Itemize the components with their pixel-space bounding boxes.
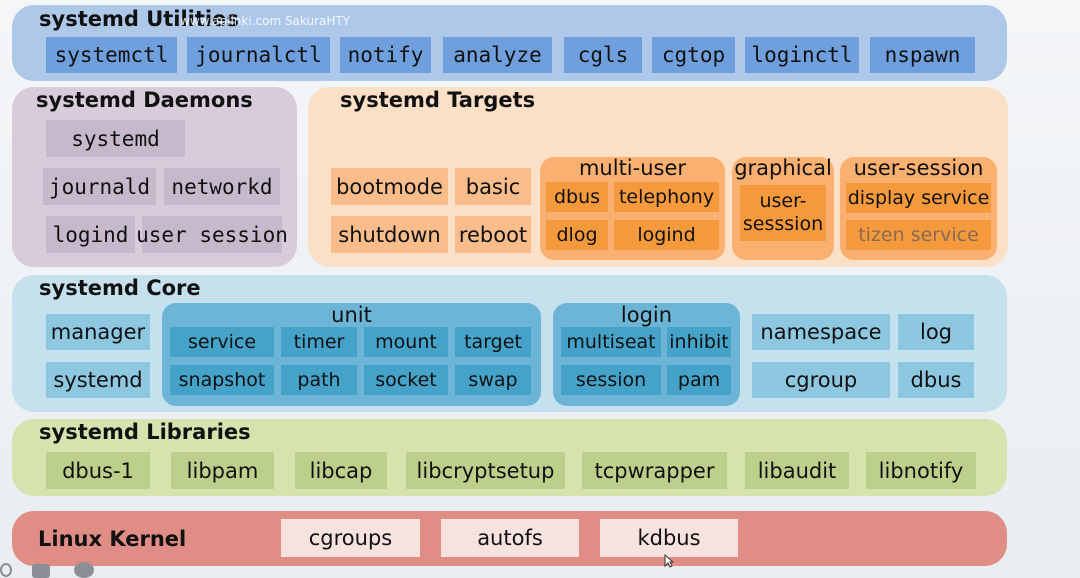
utility-systemctl: systemctl — [46, 37, 177, 73]
camera-icon[interactable] — [32, 564, 50, 578]
target-bootmode: bootmode — [331, 168, 448, 205]
targets-title: systemd Targets — [340, 88, 536, 112]
login-label: login — [620, 303, 673, 327]
target-dlog: dlog — [546, 220, 608, 250]
utility-notify: notify — [340, 37, 431, 73]
library-libcap: libcap — [295, 452, 387, 489]
utility-nspawn: nspawn — [870, 37, 975, 73]
utility-journalctl: journalctl — [187, 37, 330, 73]
target-dbus: dbus — [546, 182, 608, 212]
library-dbus-1: dbus-1 — [46, 452, 150, 489]
unit-mount: mount — [364, 327, 448, 357]
daemon-systemd: systemd — [46, 120, 185, 157]
utility-cgls: cgls — [564, 37, 642, 73]
target-user-session-label: user- sesssion — [742, 190, 824, 235]
unit-service: service — [170, 327, 274, 357]
target-tizen-service: tizen service — [846, 220, 991, 250]
library-tcpwrapper: tcpwrapper — [582, 452, 727, 489]
core-log: log — [898, 314, 974, 350]
daemon-logind: logind — [46, 216, 135, 253]
unit-label: unit — [331, 303, 372, 327]
kernel-title: Linux Kernel — [38, 527, 187, 551]
utilities-title: systemd Utilities — [39, 7, 239, 31]
core-dbus: dbus — [898, 362, 974, 398]
utility-analyze: analyze — [443, 37, 552, 73]
core-namespace: namespace — [752, 314, 890, 350]
unit-socket: socket — [364, 365, 448, 395]
login-session: session — [561, 365, 661, 395]
core-title: systemd Core — [39, 276, 201, 300]
target-logind: logind — [614, 220, 719, 250]
login-multiseat: multiseat — [561, 327, 661, 357]
more-icon[interactable] — [74, 562, 94, 578]
core-cgroup: cgroup — [752, 362, 890, 398]
daemon-user-session: user session — [136, 216, 288, 253]
login-inhibit: inhibit — [667, 327, 731, 357]
watermark: www.aplinki.com SakuraHTY — [180, 14, 351, 28]
unit-timer: timer — [281, 327, 357, 357]
target-telephony: telephony — [614, 182, 719, 212]
unit-snapshot: snapshot — [170, 365, 274, 395]
unit-swap: swap — [455, 365, 531, 395]
cursor-icon — [664, 554, 674, 568]
library-libaudit: libaudit — [745, 452, 849, 489]
unit-path: path — [281, 365, 357, 395]
library-libpam: libpam — [171, 452, 274, 489]
target-display-service: display service — [846, 183, 991, 213]
graphical-label: graphical — [734, 156, 832, 180]
library-libcryptsetup: libcryptsetup — [406, 452, 565, 489]
utility-cgtop: cgtop — [652, 37, 735, 73]
unit-target: target — [455, 327, 531, 357]
target-reboot: reboot — [455, 216, 531, 253]
core-systemd: systemd — [46, 362, 150, 398]
target-shutdown: shutdown — [331, 216, 448, 253]
target-user-session: user- sesssion — [740, 185, 826, 241]
kernel-cgroups: cgroups — [281, 519, 420, 557]
kernel-kdbus: kdbus — [600, 519, 738, 557]
login-pam: pam — [667, 365, 731, 395]
daemons-title: systemd Daemons — [36, 88, 253, 112]
target-basic: basic — [455, 168, 531, 205]
daemon-networkd: networkd — [164, 168, 280, 205]
library-libnotify: libnotify — [866, 452, 976, 489]
utility-loginctl: loginctl — [745, 37, 859, 73]
refresh-icon[interactable] — [0, 563, 12, 577]
libraries-title: systemd Libraries — [39, 420, 251, 444]
daemon-journald: journald — [43, 168, 156, 205]
kernel-autofs: autofs — [441, 519, 579, 557]
core-manager: manager — [46, 314, 150, 350]
multi-user-label: multi-user — [578, 156, 687, 180]
user-session-label: user-session — [853, 156, 984, 180]
